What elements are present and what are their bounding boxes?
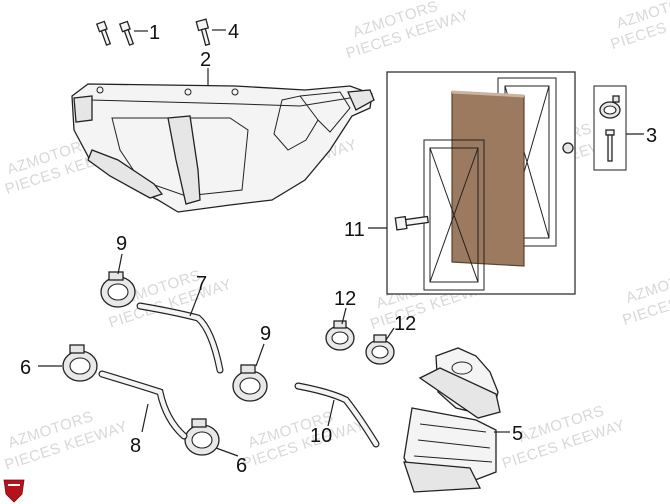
part-9a-clamp bbox=[100, 253, 136, 308]
callout-8: 8 bbox=[130, 435, 141, 457]
part-3-clamp-screw bbox=[593, 85, 644, 171]
callout-10: 10 bbox=[310, 425, 332, 447]
callout-3: 3 bbox=[646, 125, 657, 147]
part-10-hose bbox=[294, 382, 380, 448]
callout-12a: 12 bbox=[334, 288, 356, 310]
part-7-hose bbox=[136, 289, 224, 374]
part-6a-clamp bbox=[38, 344, 98, 382]
callouts: 1 2 3 4 5 6 6 7 8 9 9 10 11 12 12 bbox=[20, 21, 657, 477]
part-9b-clamp bbox=[232, 343, 268, 402]
callout-12b: 12 bbox=[394, 313, 416, 335]
callout-11: 11 bbox=[344, 219, 365, 241]
part-11-filter-assembly bbox=[368, 71, 576, 295]
callout-9b: 9 bbox=[260, 323, 271, 345]
callout-7: 7 bbox=[196, 273, 207, 295]
callout-6a: 6 bbox=[20, 357, 31, 379]
part-2-air-box bbox=[71, 68, 375, 213]
callout-4: 4 bbox=[228, 21, 239, 43]
part-12b-clamp bbox=[365, 327, 395, 365]
callout-2: 2 bbox=[200, 49, 211, 71]
part-12a-clamp bbox=[325, 307, 355, 351]
callout-1: 1 bbox=[149, 22, 160, 44]
callout-6b: 6 bbox=[236, 455, 247, 477]
callout-9a: 9 bbox=[116, 233, 127, 255]
part-5-intake-coupler bbox=[403, 347, 510, 493]
part-6b-clamp bbox=[184, 418, 239, 457]
part-1-screws bbox=[95, 20, 148, 46]
callout-5: 5 bbox=[512, 423, 523, 445]
part-8-hose bbox=[98, 370, 188, 440]
part-4-screw bbox=[195, 18, 226, 46]
brand-logo bbox=[3, 479, 25, 503]
